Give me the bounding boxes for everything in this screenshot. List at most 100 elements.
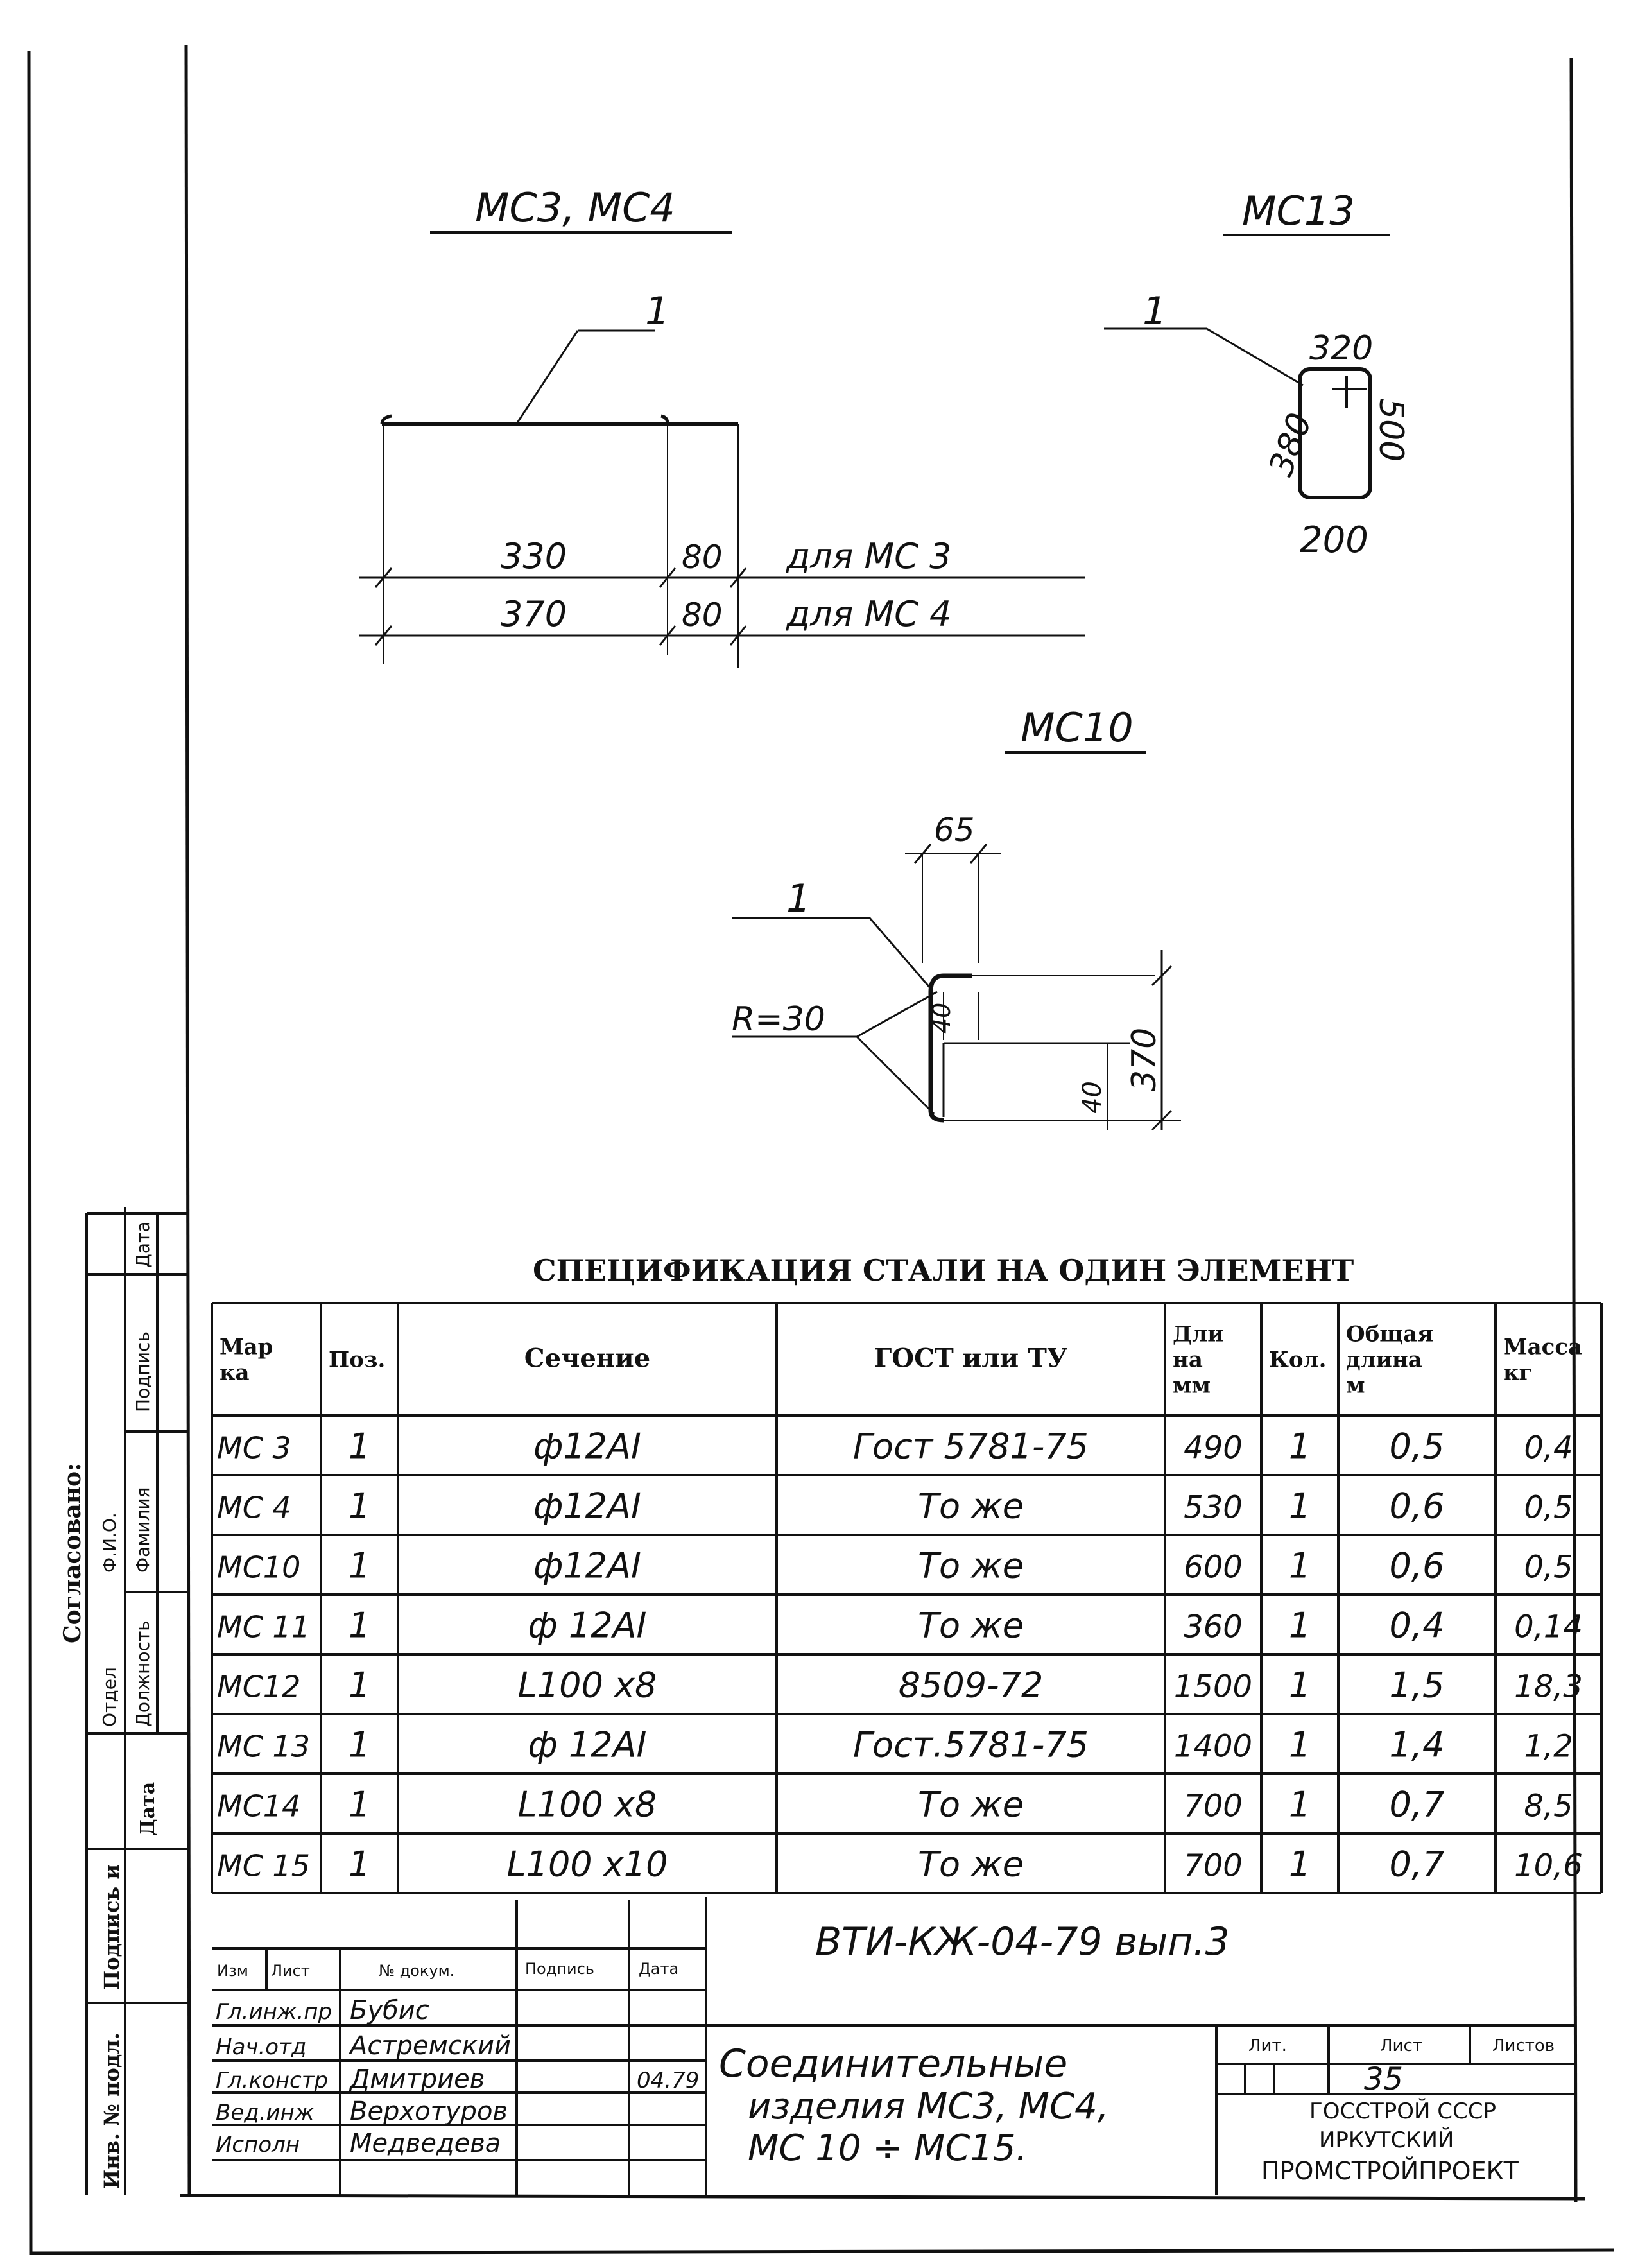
tb-org-line: ПРОМСТРОЙПРОЕКТ (1261, 2157, 1519, 2185)
spec-header-cell: Общая (1346, 1322, 1433, 1347)
position-mark: 1 (786, 876, 811, 921)
spec-cell: 1 (1289, 1785, 1311, 1825)
spec-cell: 8509-72 (899, 1665, 1044, 1706)
tb-sheets-label: Листов (1492, 2036, 1555, 2056)
dim-mc13-left: 380 (1262, 408, 1320, 481)
spec-cell: МС10 (217, 1550, 300, 1585)
spec-header-cell: на (1173, 1347, 1203, 1373)
spec-cell: 0,7 (1390, 1785, 1445, 1825)
spec-cell: То же (918, 1486, 1024, 1527)
spec-cell: ф12АI (533, 1546, 641, 1586)
spec-cell: МС 4 (217, 1491, 291, 1525)
drawing-mc3-mc4: МС3, МС4 1 330 80 для МС 3 370 80 для МС… (359, 184, 1085, 668)
spec-cell: 530 (1184, 1490, 1243, 1526)
spec-cell: 8,5 (1524, 1788, 1573, 1824)
tb-staff-role: Нач.отд (216, 2034, 306, 2060)
dim-mc10-height: 370 (1125, 1028, 1164, 1091)
spec-cell: 1 (349, 1725, 370, 1765)
tb-col-header: Подпись (525, 1960, 594, 1978)
spec-header-cell: длина (1346, 1347, 1422, 1373)
tb-staff-role: Гл.констр (216, 2068, 328, 2093)
spec-cell: 0,6 (1390, 1486, 1445, 1527)
spec-cell: L100 x8 (518, 1785, 657, 1825)
spec-header-cell: Сечение (524, 1344, 650, 1374)
spec-cell: 1 (349, 1486, 370, 1527)
side-inv-label: Инв. № подл. (99, 2032, 124, 2189)
spec-cell: 1 (349, 1844, 370, 1885)
spec-cell: 360 (1184, 1609, 1243, 1645)
side-date-label: Дата (137, 1782, 159, 1836)
doc-code: ВТИ-КЖ-04-79 вып.3 (815, 1919, 1230, 1964)
side-cell: Дата (132, 1221, 153, 1268)
dim-mc13-bottom: 200 (1300, 519, 1368, 561)
note-mc3: для МС 3 (786, 536, 951, 576)
spec-cell: То же (918, 1546, 1024, 1586)
spec-cell: 1 (1289, 1546, 1311, 1586)
title-block: ВТИ-КЖ-04-79 вып.3 Изм Лист № докум. Под… (212, 1897, 1576, 2195)
spec-cell: 0,6 (1390, 1546, 1445, 1586)
side-sign-label: Подпись и (99, 1864, 124, 1990)
tb-staff-role: Вед.инж (216, 2100, 315, 2125)
drawing-mc10: МС10 65 40 40 370 1 R=30 (732, 704, 1181, 1131)
spec-cell: 1 (349, 1546, 370, 1586)
tb-staff-name: Верхотуров (350, 2097, 508, 2126)
spec-cell: 1,4 (1390, 1725, 1445, 1765)
spec-cell: 1 (1289, 1844, 1311, 1885)
spec-cell: 0,14 (1514, 1609, 1583, 1645)
spec-cell: 1500 (1174, 1669, 1252, 1705)
spec-cell: То же (918, 1606, 1024, 1646)
dim-mc4-hook: 80 (682, 596, 723, 634)
tb-title-line: Соединительные (719, 2041, 1067, 2086)
dim-mc4-length: 370 (501, 594, 567, 634)
tb-col-header: № докум. (379, 1962, 454, 1980)
tb-title-line: МС 10 ÷ МС15. (748, 2127, 1027, 2169)
side-agreed-label: Согласовано: (59, 1463, 86, 1643)
spec-header-cell: мм (1173, 1373, 1211, 1399)
drawing-title-mc13: МС13 (1242, 187, 1355, 234)
spec-cell: 1 (1289, 1606, 1311, 1646)
spec-header-cell: Масса (1503, 1335, 1582, 1360)
side-cell: Ф.И.О. (99, 1512, 120, 1573)
tb-title-line: изделия МС3, МС4, (748, 2086, 1109, 2127)
dim-mc3-length: 330 (501, 536, 567, 576)
drawing-title-mc3-mc4: МС3, МС4 (475, 184, 675, 231)
drawing-title-mc10: МС10 (1021, 704, 1134, 751)
side-stamp: Согласовано: Должность Фамилия Подпись Д… (59, 1207, 189, 2195)
spec-cell: МС14 (217, 1789, 300, 1824)
tb-sheet-label: Лист (1380, 2036, 1422, 2056)
tb-col-header: Лист (271, 1962, 310, 1980)
spec-cell: МС 11 (217, 1610, 310, 1645)
spec-cell: 0,5 (1524, 1550, 1573, 1586)
tb-staff-role: Гл.инж.пр (216, 1999, 332, 2025)
spec-cell: 1 (349, 1665, 370, 1706)
position-mark: 1 (1143, 289, 1167, 334)
spec-cell: ф12АI (533, 1486, 641, 1527)
tb-col-header: Изм (217, 1962, 248, 1980)
spec-cell: 1 (1289, 1725, 1311, 1765)
spec-cell: ф 12АI (528, 1606, 647, 1646)
spec-cell: 0,4 (1524, 1430, 1573, 1466)
spec-cell: 1 (349, 1606, 370, 1646)
spec-header-cell: Поз. (329, 1347, 385, 1373)
spec-header-cell: ГОСТ или ТУ (874, 1344, 1068, 1374)
spec-cell: МС 15 (217, 1849, 310, 1883)
spec-header-cell: кг (1503, 1360, 1532, 1386)
spec-cell: L100 x10 (507, 1844, 668, 1885)
spec-cell: ф12АI (533, 1426, 641, 1467)
spec-cell: МС 13 (217, 1729, 310, 1764)
tb-staff-name: Медведева (350, 2129, 501, 2158)
spec-cell: То же (918, 1844, 1024, 1885)
drawing-mc13: МС13 1 320 380 500 200 (1104, 187, 1410, 561)
spec-cell: 700 (1184, 1848, 1243, 1884)
dim-mc3-hook: 80 (682, 539, 723, 576)
side-cell: Должность (132, 1620, 153, 1727)
spec-cell: 0,5 (1524, 1490, 1573, 1526)
dim-mc10-inner-bottom: 40 (1078, 1081, 1107, 1114)
spec-cell: МС12 (217, 1670, 300, 1704)
sheet-frame (27, 44, 1615, 2255)
spec-header-cell: ка (220, 1360, 250, 1386)
spec-cell: 10,6 (1514, 1848, 1583, 1884)
spec-cell: То же (918, 1785, 1024, 1825)
spec-cell: 0,5 (1390, 1426, 1445, 1467)
